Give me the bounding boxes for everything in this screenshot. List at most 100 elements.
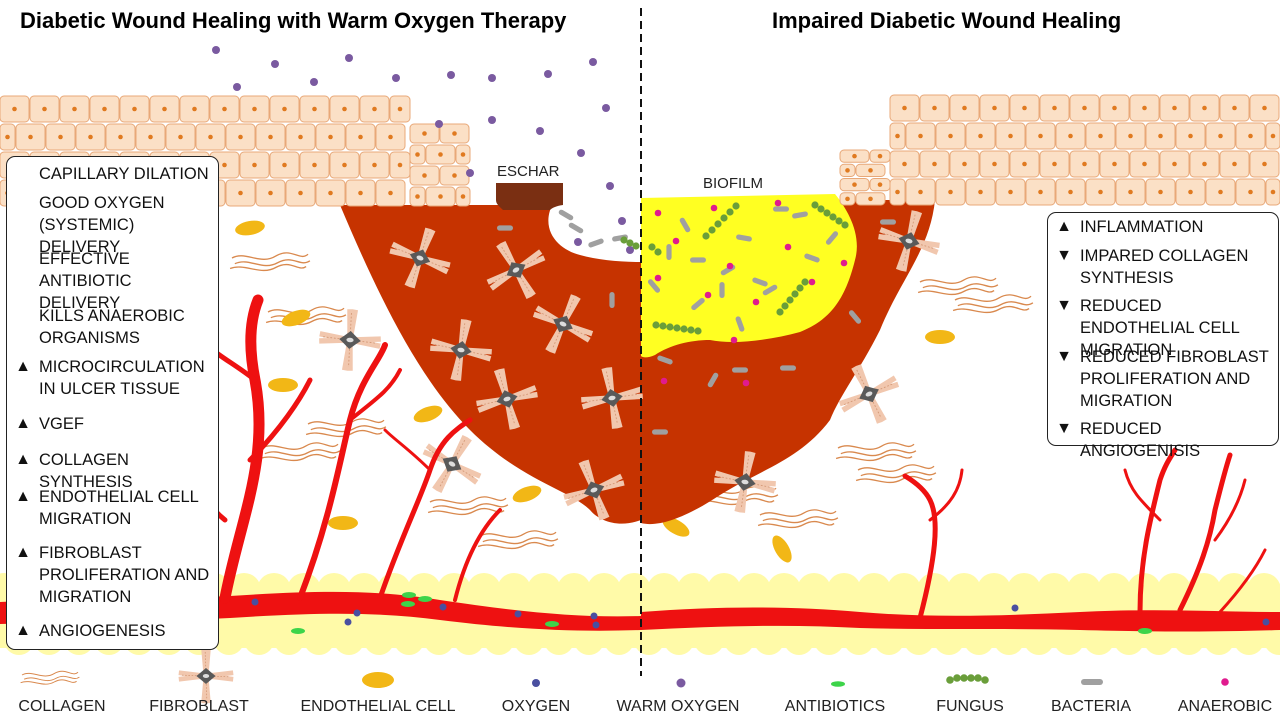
- effect-text: ANGIOGENESIS: [39, 622, 166, 640]
- cell-nucleus: [1202, 105, 1207, 111]
- fat-lobule: [437, 573, 471, 607]
- fungus-cell: [835, 217, 843, 225]
- cell-nucleus: [1112, 105, 1117, 111]
- fungus-cell: [626, 239, 634, 247]
- fibroblast-icon: [319, 309, 381, 371]
- fat-lobule: [1174, 625, 1204, 655]
- fat-lobule: [467, 573, 501, 607]
- cell-nucleus: [1068, 189, 1073, 195]
- cell-nucleus: [268, 134, 273, 140]
- fat-lobule: [557, 573, 591, 607]
- cell-nucleus: [978, 133, 983, 139]
- fat-lobule: [1054, 625, 1084, 655]
- cell-nucleus: [422, 173, 427, 178]
- cell-nucleus: [88, 134, 93, 140]
- fat-lobule: [1157, 573, 1191, 607]
- fungus-cell: [811, 201, 819, 209]
- cell-nucleus: [328, 134, 333, 140]
- endothelial-cell: [362, 672, 394, 688]
- vessel-antibiotic: [401, 601, 415, 607]
- bacterium: [647, 279, 661, 293]
- eschar-label: ESCHAR: [497, 163, 560, 180]
- fungus-chains: [620, 201, 849, 335]
- cell-nucleus: [1232, 161, 1237, 167]
- fungus-cell: [817, 205, 825, 213]
- vessel-oxygen: [514, 610, 522, 618]
- endothelial-cell: [268, 378, 298, 392]
- warm-oxygen-dot: [212, 46, 220, 54]
- left-panel-title: Diabetic Wound Healing with Warm Oxygen …: [20, 8, 567, 33]
- fat-lobule: [364, 625, 394, 655]
- cell-nucleus: [1022, 161, 1027, 167]
- fat-lobule: [664, 625, 694, 655]
- impairment-item: ▼REDUCED ENDOTHELIAL CELL MIGRATION: [1048, 295, 1274, 361]
- fat-lobule: [994, 625, 1024, 655]
- fat-lobule: [1084, 625, 1114, 655]
- cell-nucleus: [978, 189, 983, 195]
- warm-oxygen-dot: [447, 71, 455, 79]
- effect-text: FIBROBLAST PROLIFERATION AND MIGRATION: [39, 544, 210, 606]
- bacterium: [588, 238, 604, 248]
- vessel-branch: [1218, 548, 1267, 614]
- fungus-cell: [726, 208, 734, 216]
- fibroblast-icon: [486, 241, 546, 299]
- cell-nucleus: [1262, 161, 1267, 167]
- cell-nucleus: [1158, 133, 1163, 139]
- fat-lobule: [677, 573, 711, 607]
- up-arrow-icon: ▲: [15, 451, 31, 468]
- fibroblast-nucleus: [416, 255, 424, 261]
- healing-wound-bed: [340, 205, 641, 524]
- collagen-fiber: [265, 306, 347, 326]
- fat-lobule: [214, 625, 244, 655]
- bacterium: [732, 367, 748, 373]
- cell-nucleus: [438, 194, 443, 199]
- anaerobic-organism: [710, 204, 718, 212]
- fat-lobule: [1144, 625, 1174, 655]
- collagen-fiber: [259, 442, 341, 462]
- cell-nucleus: [58, 134, 63, 140]
- bacterium: [736, 234, 752, 242]
- cell-nucleus: [852, 182, 857, 187]
- fat-lobule: [874, 625, 904, 655]
- cell-nucleus: [1082, 161, 1087, 167]
- cell-nucleus: [388, 190, 393, 196]
- cell-nucleus: [282, 162, 287, 168]
- collagen-strand: [757, 520, 835, 529]
- vessel-branch: [348, 368, 402, 422]
- therapy-effect-item: KILLS ANAEROBIC ORGANISMS: [7, 305, 214, 349]
- vessel-oxygen: [590, 612, 598, 620]
- vessel-branch: [219, 294, 265, 604]
- legend-label-fungus: FUNGUS: [936, 698, 1004, 715]
- effect-symbol: [7, 305, 39, 349]
- cell-nucleus: [1098, 133, 1103, 139]
- cell-nucleus: [1008, 189, 1013, 195]
- cell-nucleus: [72, 106, 77, 112]
- cell-nucleus: [1068, 133, 1073, 139]
- fibroblast-icon: [389, 227, 451, 289]
- cell-nucleus: [460, 152, 466, 157]
- collagen-strand: [264, 449, 341, 457]
- collagen-strand: [759, 509, 837, 517]
- cell-nucleus: [1142, 161, 1147, 167]
- cell-nucleus: [298, 190, 303, 196]
- vessel-oxygen: [1262, 618, 1270, 626]
- cell-nucleus: [877, 153, 883, 159]
- fat-lobule: [827, 573, 861, 607]
- warm-oxygen-dot: [392, 74, 400, 82]
- collagen-strand: [261, 442, 339, 450]
- right-epidermis-edge: [839, 149, 891, 206]
- fibroblast-nucleus: [741, 479, 749, 485]
- cell-nucleus: [1008, 133, 1013, 139]
- fungus-icon-cell: [974, 674, 982, 682]
- down-arrow-icon: ▼: [1056, 348, 1072, 365]
- warm-oxygen-dot: [233, 83, 241, 91]
- fat-lobule: [497, 573, 531, 607]
- cell-nucleus: [1188, 133, 1193, 139]
- anaerobic-organism: [654, 274, 662, 282]
- collagen-fiber: [20, 670, 80, 685]
- collagen-strand: [952, 305, 1030, 314]
- collagen-strand: [229, 263, 307, 272]
- collagen-strand: [860, 471, 937, 479]
- left-epidermis-edge: [409, 123, 471, 207]
- therapy-effect-item: ▲ENDOTHELIAL CELL MIGRATION: [7, 486, 214, 530]
